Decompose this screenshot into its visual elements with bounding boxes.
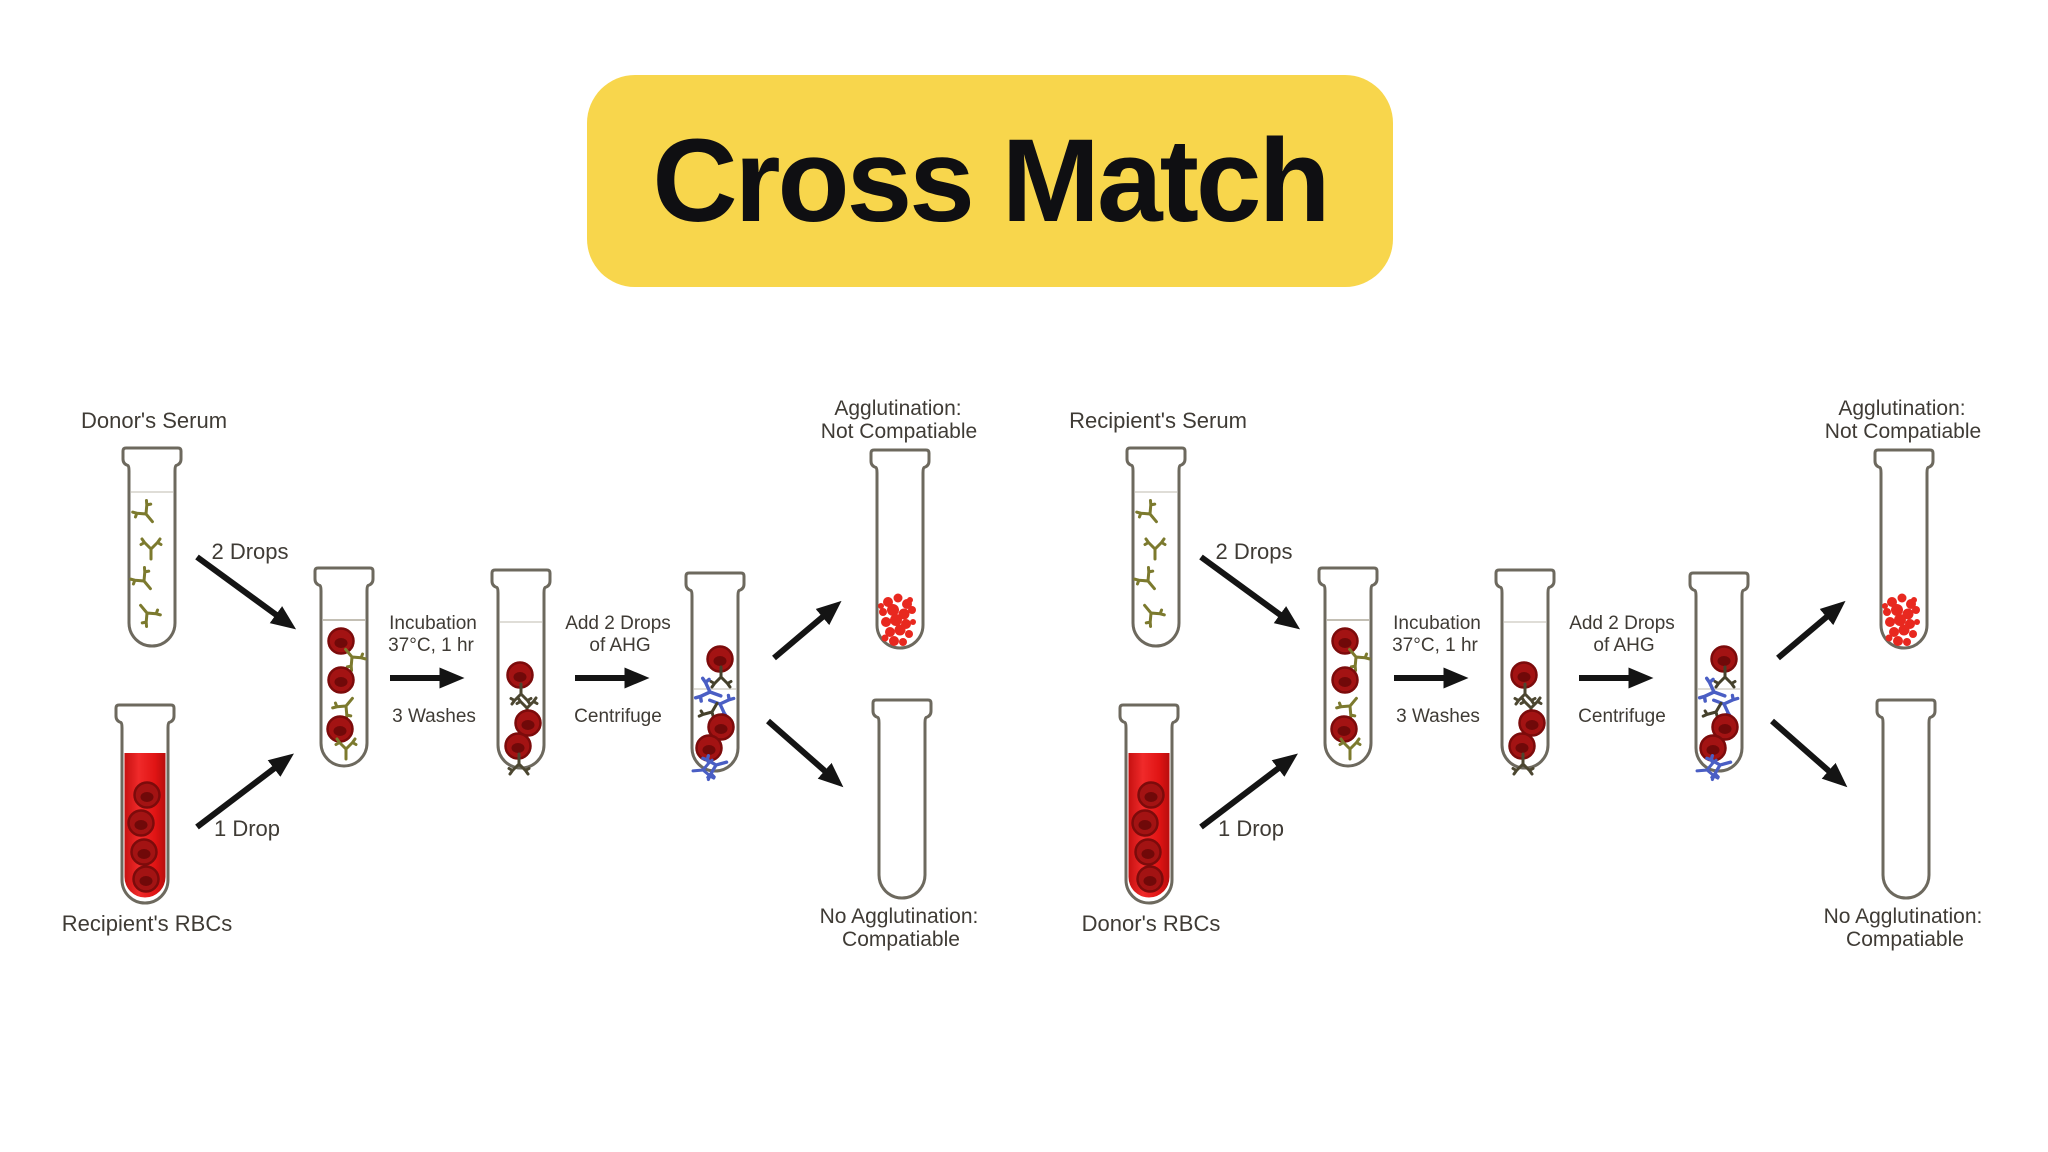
- positive-outcome-line1: Agglutination:: [834, 397, 961, 420]
- ahg-label-line2: of AHG: [589, 635, 650, 656]
- ahg-label-line1: Add 2 Drops: [565, 613, 671, 634]
- centrifuge-label: Centrifuge: [574, 706, 662, 727]
- incubation-label-line1: Incubation: [1393, 613, 1481, 634]
- serum-label: Donor's Serum: [81, 408, 227, 433]
- negative-outcome-line1: No Agglutination:: [820, 905, 979, 928]
- flow-minor-labels: Recipient's Serum 2 Drops 1 Drop Donor's…: [1069, 397, 1982, 951]
- rbc-drop-label: 1 Drop: [214, 816, 280, 841]
- washes-label: 3 Washes: [1396, 706, 1480, 727]
- centrifuge-label: Centrifuge: [1578, 706, 1666, 727]
- incubation-label-line2: 37°C, 1 hr: [1392, 635, 1478, 656]
- ahg-label-line1: Add 2 Drops: [1569, 613, 1675, 634]
- page-title: Cross Match: [652, 115, 1330, 247]
- serum-drops-label: 2 Drops: [211, 539, 288, 564]
- washes-label: 3 Washes: [392, 706, 476, 727]
- serum-label: Recipient's Serum: [1069, 408, 1247, 433]
- negative-outcome-line1: No Agglutination:: [1824, 905, 1983, 928]
- rbc-label: Donor's RBCs: [1082, 911, 1221, 936]
- positive-outcome-line2: Not Compatiable: [821, 420, 977, 443]
- rbc-label: Recipient's RBCs: [62, 911, 232, 936]
- negative-outcome-line2: Compatiable: [1846, 928, 1964, 951]
- serum-drops-label: 2 Drops: [1215, 539, 1292, 564]
- negative-outcome-line2: Compatiable: [842, 928, 960, 951]
- title-banner: Cross Match: [587, 75, 1393, 287]
- ahg-label-line2: of AHG: [1593, 635, 1654, 656]
- flow-major-labels: Donor's Serum 2 Drops 1 Drop Recipient's…: [62, 397, 979, 951]
- incubation-label-line1: Incubation: [389, 613, 477, 634]
- positive-outcome-line1: Agglutination:: [1838, 397, 1965, 420]
- positive-outcome-line2: Not Compatiable: [1825, 420, 1981, 443]
- rbc-drop-label: 1 Drop: [1218, 816, 1284, 841]
- incubation-label-line2: 37°C, 1 hr: [388, 635, 474, 656]
